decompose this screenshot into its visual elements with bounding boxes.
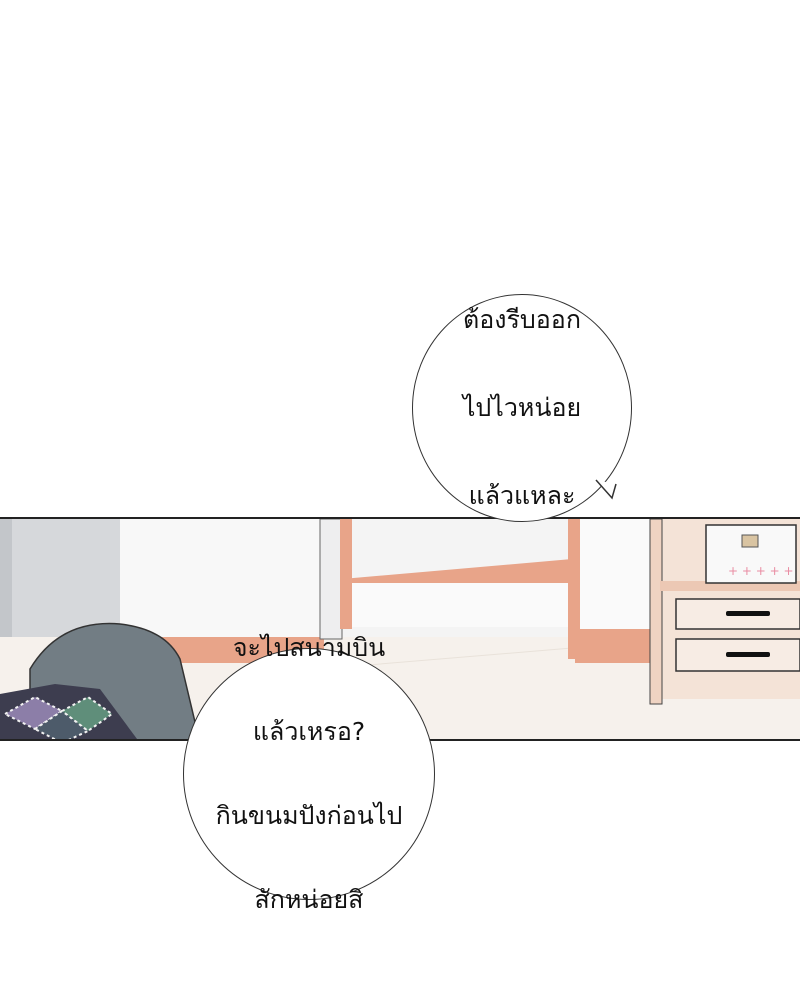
speech-tail-top: [595, 479, 617, 500]
speech-line: ไปไวหน่อย: [462, 393, 582, 422]
speech-line: จะไปสนามบิน: [232, 633, 386, 662]
speech-line: กินขนมปังก่อนไป: [215, 801, 403, 830]
speech-line: สักหน่อยสิ: [254, 885, 364, 914]
speech-line: แล้วเหรอ?: [252, 717, 366, 746]
speech-text-top: ต้องรีบออก ไปไวหน่อย แล้วแหละ: [463, 254, 581, 562]
svg-text:+ + + + +: + + + + +: [728, 564, 794, 578]
speech-text-bottom: จะไปสนามบิน แล้วเหรอ? กินขนมปังก่อนไป สั…: [216, 585, 403, 963]
first-aid-box-icon: + + + + +: [705, 524, 797, 584]
speech-line: แล้วแหละ: [468, 481, 576, 510]
speech-line: ต้องรีบออก: [463, 305, 581, 334]
speech-bubble-bottom: จะไปสนามบิน แล้วเหรอ? กินขนมปังก่อนไป สั…: [183, 633, 435, 914]
speech-bubble-top: ต้องรีบออก ไปไวหน่อย แล้วแหละ: [412, 294, 632, 522]
